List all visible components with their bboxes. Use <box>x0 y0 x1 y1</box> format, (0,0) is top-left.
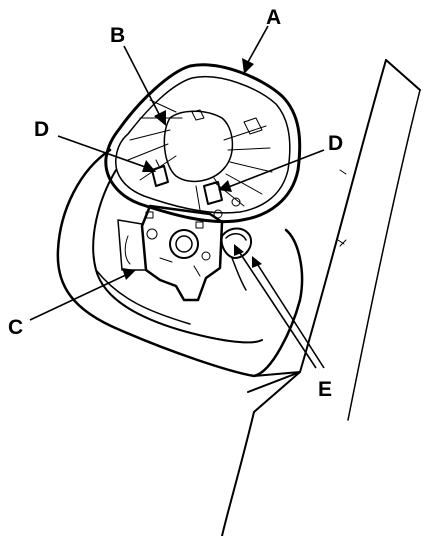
wiring-connectors <box>220 227 252 291</box>
leader-c <box>29 268 136 321</box>
tab-left <box>151 159 169 187</box>
callout-d-right: D <box>328 132 343 155</box>
leader-d-left <box>57 135 156 172</box>
leader-d-right <box>218 149 325 192</box>
actuator-plate <box>117 204 224 302</box>
callout-a: A <box>266 6 281 29</box>
mirror-glass-holder <box>104 63 302 224</box>
callout-c: C <box>8 316 23 339</box>
leader-a <box>242 25 269 74</box>
leader-e <box>234 244 325 369</box>
callout-b: B <box>110 24 125 47</box>
door-panel <box>221 59 421 536</box>
callout-e: E <box>318 378 332 401</box>
callout-d-left: D <box>34 118 49 141</box>
mirror-housing <box>56 148 304 393</box>
leader-b <box>123 45 166 126</box>
